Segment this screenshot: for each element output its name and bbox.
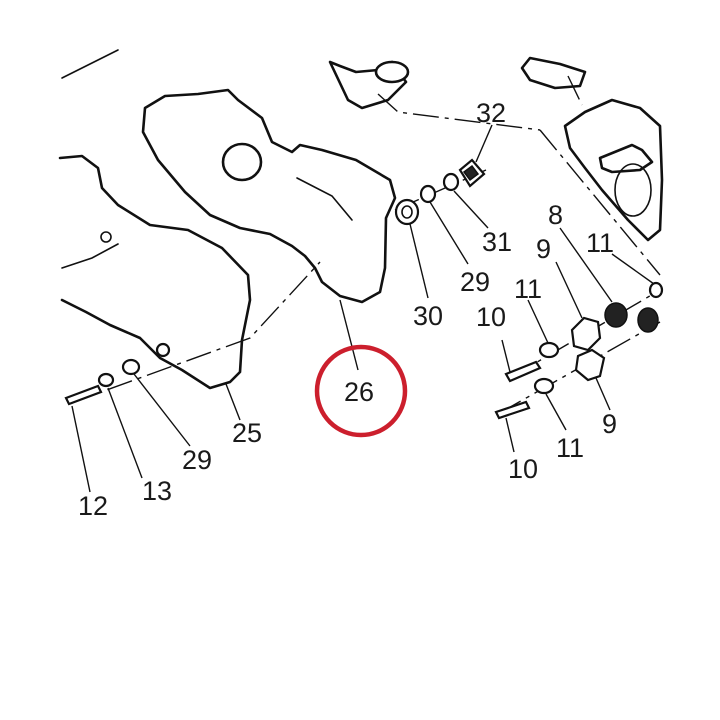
callout-32: 32: [476, 98, 506, 128]
part-11-washer-lower: [533, 377, 555, 395]
leader-11-upper: [527, 299, 549, 344]
leader-13: [107, 387, 143, 479]
callout-11-lower: 11: [556, 433, 584, 463]
part-10-bolt-lower: [494, 400, 531, 420]
callout-25: 25: [232, 418, 262, 448]
part-26-cutout-hole: [221, 142, 263, 182]
callout-30: 30: [413, 301, 443, 331]
part-13-washer: [97, 372, 115, 388]
leader-32: [475, 124, 493, 163]
part-8-bearing-2: [637, 307, 659, 333]
upper-tube-end: [374, 60, 410, 84]
cut-line: [61, 49, 119, 79]
part-8-bearing: [604, 302, 628, 328]
part-30-bushing-bore: [401, 205, 413, 219]
axis-upper-tube: [377, 93, 541, 131]
callout-8: 8: [548, 200, 563, 230]
part-31-washer: [442, 172, 460, 192]
part-29-washer-lower: [121, 358, 141, 376]
callout-26: 26: [344, 377, 374, 407]
callout-29-lower: 29: [182, 445, 212, 475]
leader-9-upper: [555, 261, 583, 319]
leader-9-lower: [595, 377, 611, 411]
part-32-nut-face: [462, 164, 480, 182]
part-9-bracket-upper: [570, 316, 602, 352]
part-25-side-cover: [58, 154, 252, 390]
part-9-bracket-lower: [574, 348, 606, 382]
leader-10-upper: [501, 339, 511, 373]
part-25-mount-boss: [155, 342, 171, 358]
axis-right-shaft: [567, 75, 583, 106]
part-12-bolt: [64, 384, 103, 406]
leader-29-lower: [133, 373, 191, 447]
part-10-bolt-upper: [504, 360, 542, 383]
leader-29-upper: [429, 201, 469, 265]
part-11-washer-upper: [538, 341, 560, 359]
callout-31: 31: [482, 227, 512, 257]
callout-9-lower: 9: [602, 409, 617, 439]
part-30-bushing: [394, 198, 420, 226]
part-11-washer-right: [648, 281, 664, 299]
leader-11-lower: [545, 393, 567, 431]
part-25-crease: [61, 243, 119, 269]
callout-29-upper: 29: [460, 267, 490, 297]
leader-30: [409, 223, 429, 299]
callout-10-lower: 10: [508, 454, 538, 484]
callout-10-upper: 10: [476, 302, 506, 332]
part-26-main-cover: [141, 88, 397, 304]
callout-11-upper: 11: [514, 274, 542, 304]
part-25-small-hole: [100, 231, 112, 243]
callout-9-upper: 9: [536, 234, 551, 264]
leader-11-right: [611, 253, 655, 285]
axis-housing: [539, 129, 661, 276]
leader-25: [225, 383, 241, 421]
upper-right-shaft: [520, 56, 587, 90]
leader-26: [339, 299, 359, 371]
callout-11-right: 11: [586, 228, 614, 258]
highlight-ring-26: [314, 344, 408, 438]
leader-12: [71, 405, 91, 493]
leader-31: [453, 190, 489, 229]
part-29-washer-upper: [419, 184, 437, 204]
axis-left-bolt: [67, 261, 321, 405]
part-26-crease: [296, 177, 353, 221]
callout-12: 12: [78, 491, 108, 521]
leader-10-lower: [505, 417, 515, 453]
leader-8: [559, 227, 613, 303]
right-housing-inner: [614, 163, 652, 217]
callout-13: 13: [142, 476, 172, 506]
